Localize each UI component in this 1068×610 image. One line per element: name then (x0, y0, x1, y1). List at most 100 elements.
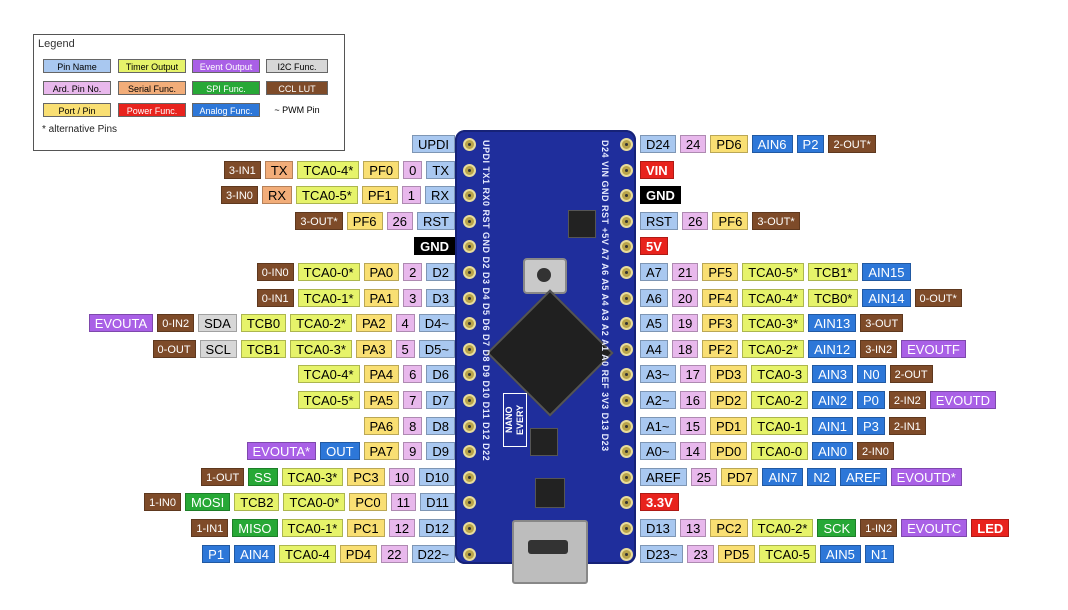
legend-ard-swatch: Ard. Pin No. (43, 81, 111, 95)
right-timer-label: TCA0-5 (759, 545, 817, 563)
left-ccl-label: 0-IN0 (256, 263, 294, 281)
right-timer-label: TCA0-2* (742, 340, 805, 358)
legend-analog-swatch: Analog Func. (192, 103, 260, 117)
left-ccl-label: 1-IN0 (144, 493, 181, 511)
right-port-label: PF5 (702, 263, 739, 281)
right-analog-label: AIN14 (862, 289, 911, 307)
left-ccl-label: 0-IN1 (256, 289, 294, 307)
header-pad (620, 496, 633, 509)
left-pin-label: D3 (426, 289, 455, 307)
right-ccl-label: 3-OUT (860, 314, 904, 332)
right-port-label: PC2 (710, 519, 748, 537)
right-port-label: PD3 (709, 365, 748, 383)
header-pad (620, 522, 633, 535)
right-pin-label: A2~ (640, 391, 676, 409)
left-ard-label: 6 (403, 365, 423, 383)
left-timer-label: TCB1 (240, 340, 287, 358)
right-ard-label: 17 (679, 365, 706, 383)
right-port-label: PF2 (702, 340, 739, 358)
right-ccl-label: 3-IN2 (860, 340, 898, 358)
right-silkscreen: D24 VIN GND RST +5V A7 A6 A5 A4 A3 A2 A1… (600, 140, 610, 452)
right-power-label: 5V (640, 237, 668, 255)
right-port-label: PD6 (710, 135, 748, 153)
left-pin-label: RST (417, 212, 455, 230)
right-pin-row: 3.3V (638, 493, 681, 513)
right-analog-label: AIN3 (812, 365, 853, 383)
left-port-label: PF1 (361, 186, 398, 204)
header-pad (463, 189, 476, 202)
right-port-label: PF4 (702, 289, 739, 307)
left-ard-label: 4 (395, 314, 415, 332)
header-pad (463, 240, 476, 253)
left-timer-label: TCA0-4* (297, 365, 360, 383)
right-port-label: PD1 (709, 417, 748, 435)
right-pin-label: A5 (640, 314, 668, 332)
header-pad (463, 368, 476, 381)
left-serial-label: RX (261, 186, 292, 204)
right-evout-label: EVOUTD* (890, 468, 962, 486)
header-pad (620, 445, 633, 458)
left-ccl-label: 3-OUT* (295, 212, 343, 230)
right-pin-label: AREF (640, 468, 687, 486)
right-power-label: VIN (640, 161, 674, 179)
right-port-label: PD5 (717, 545, 756, 563)
left-ard-label: 3 (403, 289, 423, 307)
right-evout-label: EVOUTC (901, 519, 968, 537)
left-pin-label: UPDI (411, 135, 455, 153)
right-ccl-label: 0-OUT* (914, 289, 962, 307)
left-timer-label: TCA0-5* (296, 186, 358, 204)
left-timer-label: TCA0-2* (290, 314, 352, 332)
right-ccl-label: 2-IN0 (856, 442, 894, 460)
header-pad (463, 138, 476, 151)
left-timer-label: TCA0-3* (281, 468, 344, 486)
header-pad (463, 522, 476, 535)
left-port-label: PD4 (339, 545, 378, 563)
left-port-label: PA4 (363, 365, 400, 383)
right-analog-label: N1 (864, 545, 894, 563)
header-pad (620, 138, 633, 151)
left-serial-label: TX (264, 161, 294, 179)
header-pad (620, 189, 633, 202)
right-timer-label: TCA0-5* (742, 263, 805, 281)
left-timer-label: TCA0-3* (290, 340, 352, 358)
left-spi-label: MISO (232, 519, 278, 537)
header-pad (463, 215, 476, 228)
left-timer-label: TCA0-1* (297, 289, 360, 307)
right-timer-label: TCB0* (808, 289, 859, 307)
right-pin-row: VIN (638, 161, 676, 181)
right-analog-label: AIN5 (820, 545, 861, 563)
right-analog-label: N2 (807, 468, 836, 486)
usb-chip (535, 478, 565, 508)
left-port-label: PA1 (363, 289, 400, 307)
left-timer-label: TCA0-5* (297, 391, 360, 409)
right-analog-label: AIN2 (812, 391, 853, 409)
right-evout-label: EVOUTF (901, 340, 966, 358)
legend-spi-swatch: SPI Func. (192, 81, 260, 95)
right-ccl-label: 2-IN2 (888, 391, 926, 409)
left-port-label: PA6 (363, 417, 400, 435)
right-port-label: PF3 (702, 314, 739, 332)
header-pad (620, 266, 633, 279)
left-ard-label: 12 (388, 519, 416, 537)
header-pad (463, 266, 476, 279)
right-timer-label: TCA0-0 (751, 442, 809, 460)
header-pad (620, 240, 633, 253)
left-analog-label: OUT (320, 442, 360, 460)
left-ard-label: 7 (403, 391, 423, 409)
left-analog-label: AIN4 (234, 545, 275, 563)
left-timer-label: TCA0-4* (297, 161, 360, 179)
left-pin-label: D10 (419, 468, 455, 486)
